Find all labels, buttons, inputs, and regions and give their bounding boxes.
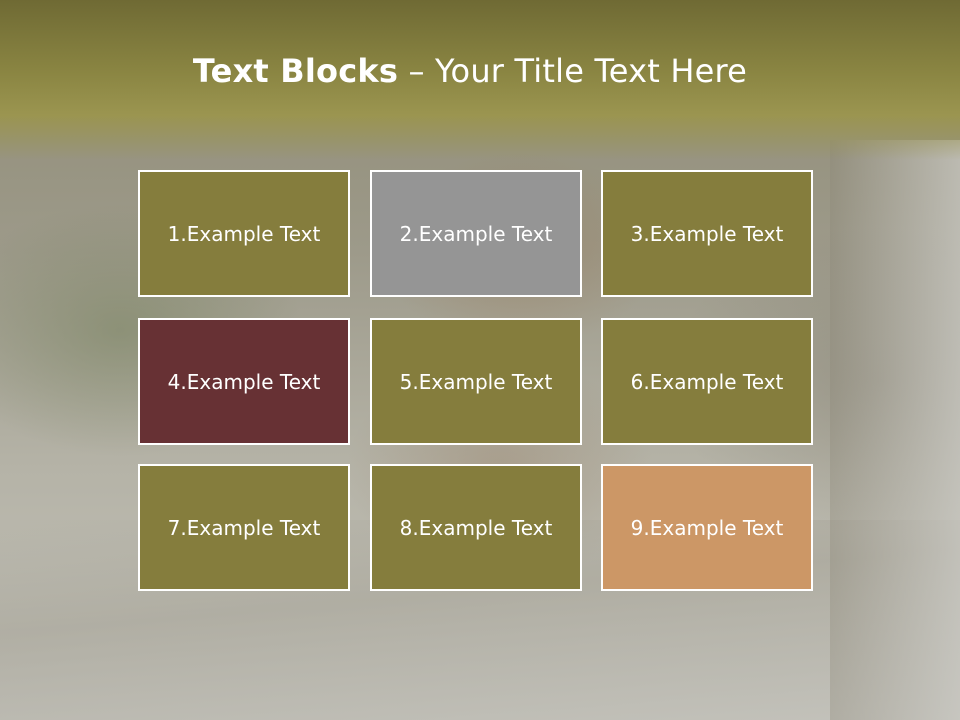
text-block-9[interactable]: 9.Example Text — [601, 464, 813, 591]
text-block-6[interactable]: 6.Example Text — [601, 318, 813, 445]
text-block-2[interactable]: 2.Example Text — [370, 170, 582, 297]
slide-title-rest: – Your Title Text Here — [398, 52, 748, 90]
text-block-1[interactable]: 1.Example Text — [138, 170, 350, 297]
slide-title[interactable]: Text Blocks – Your Title Text Here — [0, 52, 940, 90]
text-block-8[interactable]: 8.Example Text — [370, 464, 582, 591]
text-block-3[interactable]: 3.Example Text — [601, 170, 813, 297]
text-block-4[interactable]: 4.Example Text — [138, 318, 350, 445]
slide-title-bold: Text Blocks — [192, 52, 399, 90]
text-block-5[interactable]: 5.Example Text — [370, 318, 582, 445]
background-wall — [830, 140, 960, 720]
text-block-7[interactable]: 7.Example Text — [138, 464, 350, 591]
header-band — [0, 0, 960, 160]
